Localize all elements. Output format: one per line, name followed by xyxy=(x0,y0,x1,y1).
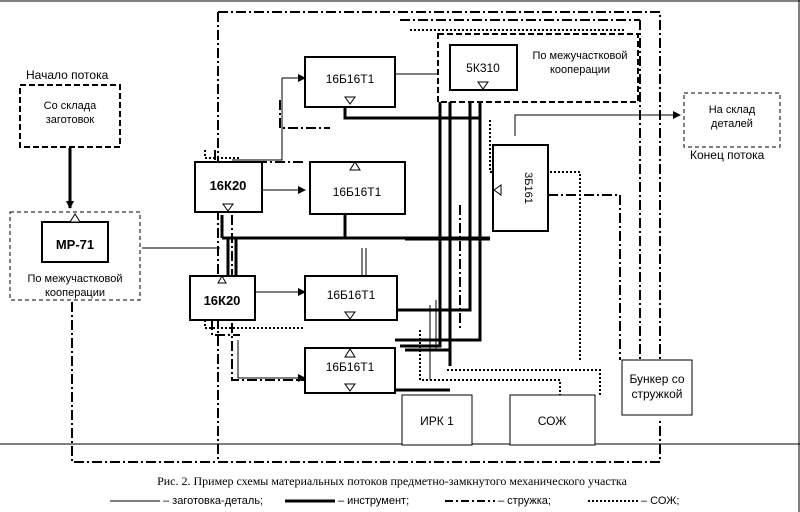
legend-item-chips: – стружка; xyxy=(445,493,551,509)
machine-irk xyxy=(401,394,473,446)
b161-label: 3Б161 xyxy=(522,172,534,204)
k310-label: 5К310 xyxy=(466,61,500,75)
machine-bunker xyxy=(621,359,693,416)
k20-top-label: 16К20 xyxy=(210,178,247,193)
machine-k20-bottom xyxy=(189,274,256,321)
machine-b16-1 xyxy=(304,56,396,108)
start-box xyxy=(19,84,121,148)
tool-flow-lines xyxy=(66,80,490,392)
mr71-label: МР-71 xyxy=(56,237,94,252)
irk-label: ИРК 1 xyxy=(420,414,454,428)
coop-top-line2: кооперации xyxy=(550,64,610,76)
machine-coolant xyxy=(509,394,596,446)
legend-item-coolant: – СОЖ; xyxy=(588,493,679,509)
legend-dashdot-swatch xyxy=(445,500,495,502)
flow-start-box-line2: заготовок xyxy=(46,114,95,126)
flow-start-label: Начало потока xyxy=(26,68,109,82)
machine-mr71 xyxy=(41,213,109,263)
legend-item-workpiece: – заготовка-деталь; xyxy=(110,493,263,509)
machine-k310 xyxy=(449,44,518,91)
legend-label-chips: – стружка; xyxy=(498,495,551,507)
legend-label-tool: – инструмент; xyxy=(338,495,410,507)
end-box-line2: деталей xyxy=(711,118,753,130)
coop-left-line1: По межучастковой xyxy=(27,273,122,285)
flow-start-box-line1: Со склада xyxy=(44,100,98,112)
legend-label-coolant: – СОЖ; xyxy=(641,495,680,507)
flow-end-label: Конец потока xyxy=(690,148,765,162)
legend-thick-swatch xyxy=(285,499,335,503)
end-box-line1: На склад xyxy=(709,104,756,116)
bunker-line1: Бункер со xyxy=(629,372,684,386)
machine-k20-top xyxy=(194,161,263,213)
machine-b161 xyxy=(492,144,549,232)
coop-top-line1: По межучастковой xyxy=(532,50,627,62)
b16-4-label: 16Б16Т1 xyxy=(326,360,375,374)
coop-left-line2: кооперации xyxy=(45,287,105,299)
legend-label-workpiece: – заготовка-деталь; xyxy=(163,495,264,507)
bunker-line2: стружкой xyxy=(632,387,683,401)
machine-b16-3 xyxy=(304,275,398,321)
b16-2-label: 16Б16Т1 xyxy=(333,185,382,199)
b16-1-label: 16Б16Т1 xyxy=(326,72,375,86)
b16-3-label: 16Б16Т1 xyxy=(327,288,376,302)
chip-flow-lines xyxy=(71,11,661,463)
legend-item-tool: – инструмент; xyxy=(285,493,409,509)
machine-b16-4 xyxy=(304,347,396,394)
legend-thin-swatch xyxy=(110,500,160,502)
coolant-label: СОЖ xyxy=(538,414,567,428)
machine-b16-2 xyxy=(309,161,406,215)
legend-dotted-swatch xyxy=(588,500,638,502)
end-box xyxy=(683,92,781,148)
k20-bottom-label: 16К20 xyxy=(204,293,241,308)
figure-caption: Рис. 2. Пример схемы материальных потоко… xyxy=(157,474,627,488)
